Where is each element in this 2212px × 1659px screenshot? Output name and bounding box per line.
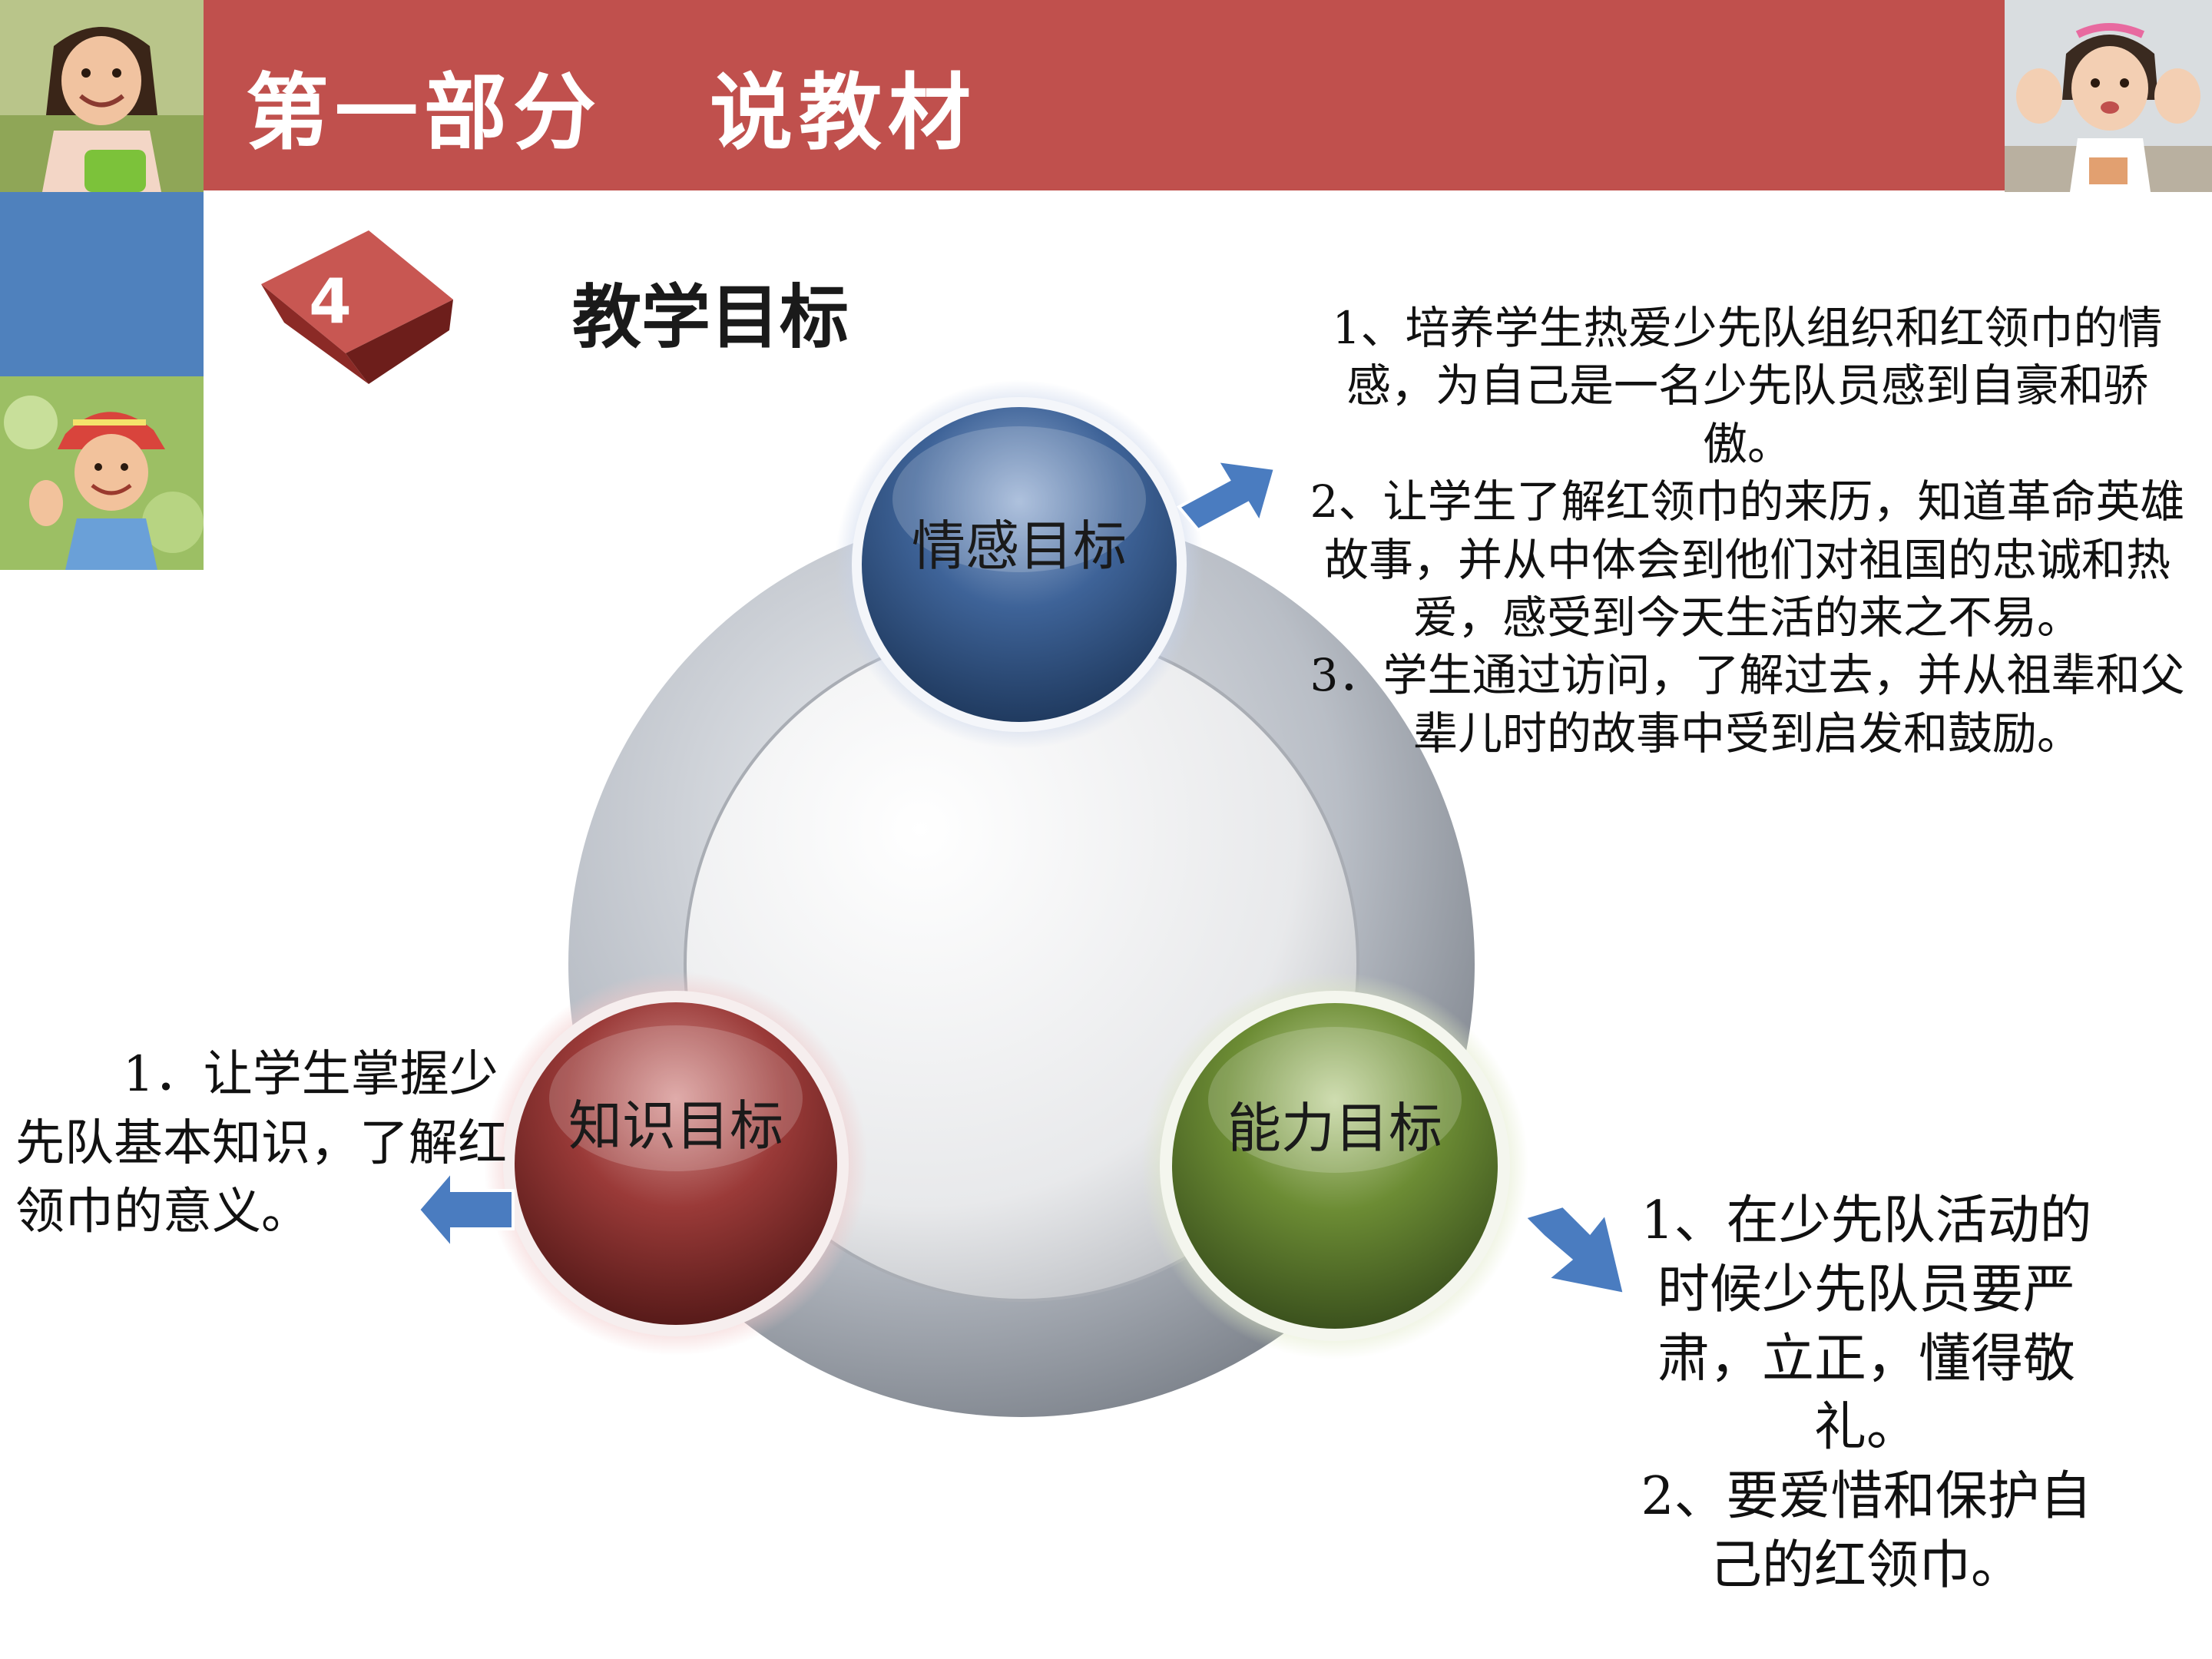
- emotion-node[interactable]: [862, 407, 1177, 722]
- emotion-node-gloss: [892, 426, 1146, 572]
- ability-node[interactable]: [1172, 1003, 1498, 1329]
- photo-girl-top-left: [0, 0, 204, 192]
- arrow-to-emotion-text-icon: [1176, 459, 1277, 532]
- arrow-to-ability-text-icon: [1522, 1204, 1627, 1296]
- emotion-goal-2: 2、让学生了解红领巾的来历，知道革命英雄故事，并从中体会到他们对祖国的忠诚和热爱…: [1310, 475, 2185, 644]
- photo-girl-top-right: [2005, 0, 2212, 192]
- section-number-cube: 4: [261, 230, 453, 384]
- side-blue-block: [0, 192, 204, 376]
- knowledge-node-label: 知识目标: [568, 1094, 783, 1157]
- ability-goal-2: 2、要爱惜和保护自己的红领巾。: [1641, 1466, 2092, 1596]
- arrow-to-knowledge-text-icon: [416, 1167, 515, 1253]
- emotion-node-label: 情感目标: [912, 515, 1127, 578]
- emotion-goals-text: 1、培养学生热爱少先队组织和红领巾的情感，为自己是一名少先队员感到自豪和骄傲。 …: [1306, 300, 2189, 763]
- ability-goal-1: 1、在少先队活动的时候少先队员要严肃，立正，懂得敬礼。: [1641, 1190, 2092, 1459]
- photo-girl-top-left-image: [0, 0, 204, 192]
- section-title: 教学目标: [572, 277, 849, 358]
- knowledge-goals-text: 1．让学生掌握少先队基本知识，了解红领巾的意义。: [15, 1041, 507, 1247]
- title-part: 第一部分: [246, 65, 603, 161]
- cube-right-face: [346, 300, 453, 384]
- knowledge-node[interactable]: [515, 1002, 837, 1325]
- page-title: 第一部分 说教材: [246, 46, 977, 166]
- ability-goals-text: 1、在少先队活动的时候少先队员要严肃，立正，懂得敬礼。 2、要爱惜和保护自己的红…: [1621, 1187, 2112, 1601]
- photo-girl-top-right-image: [2005, 0, 2212, 192]
- knowledge-node-gloss: [549, 1025, 803, 1171]
- header-bar: [204, 0, 2005, 190]
- emotion-goal-1: 1、培养学生热爱少先队组织和红领巾的情感，为自己是一名少先队员感到自豪和骄傲。: [1332, 302, 2163, 470]
- ability-node-gloss: [1208, 1027, 1462, 1173]
- emotion-goal-3: 3．学生通过访问，了解过去，并从祖辈和父辈儿时的故事中受到启发和鼓励。: [1310, 649, 2185, 760]
- photo-girl-hat: [0, 376, 204, 570]
- title-topic: 说教材: [710, 65, 978, 161]
- photo-girl-hat-image: [0, 376, 204, 570]
- section-number: 4: [309, 266, 352, 337]
- cube-left-face: [261, 284, 369, 384]
- ability-node-label: 能力目标: [1227, 1097, 1442, 1160]
- cube-top-face: [261, 230, 453, 353]
- knowledge-goal-1: 1．让学生掌握少先队基本知识，了解红领巾的意义。: [15, 1046, 507, 1241]
